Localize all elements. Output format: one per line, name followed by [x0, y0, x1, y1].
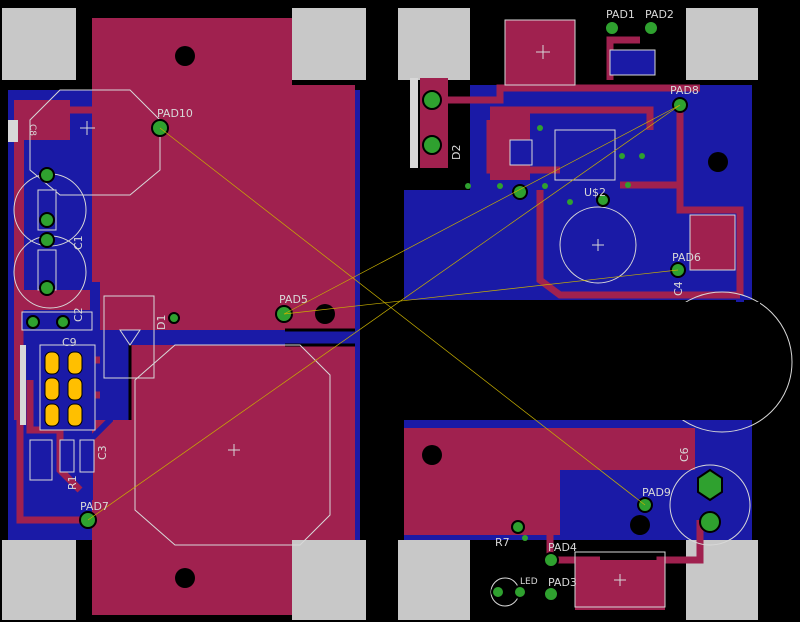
pad1-pad [604, 20, 620, 36]
label-c6: C6 [678, 447, 691, 462]
label-c4: C4 [672, 281, 685, 296]
c6-capacitor [697, 468, 723, 533]
pad4-pad [543, 552, 559, 568]
label-c8: C8 [27, 124, 37, 136]
label-pad3: PAD3 [548, 576, 577, 589]
left-top-copper-upper [92, 18, 355, 330]
c9-connector [20, 344, 96, 431]
left-top-copper-lower [92, 345, 355, 615]
left-small-parts [8, 120, 95, 481]
label-d1: D1 [155, 315, 168, 330]
label-r1: R1 [66, 475, 79, 490]
pad3-pad [543, 586, 559, 602]
label-pad8: PAD8 [670, 84, 699, 97]
label-r7: R7 [495, 536, 510, 549]
right-silkscreen [490, 19, 793, 608]
label-c2: C2 [72, 307, 85, 322]
label-pad5: PAD5 [279, 293, 308, 306]
mounting-holes-right [422, 152, 728, 535]
label-pad4: PAD4 [548, 541, 577, 554]
mounting-holes-left [175, 46, 335, 588]
label-d2: D2 [450, 145, 463, 160]
label-pad1: PAD1 [606, 8, 635, 21]
board-slot [400, 302, 760, 420]
left-board [8, 18, 360, 615]
label-c9: C9 [62, 336, 77, 349]
keepout-areas [2, 8, 758, 620]
label-pad6: PAD6 [672, 251, 701, 264]
component-labels: PAD10 PAD5 PAD7 PAD1 PAD2 PAD8 PAD6 PAD9… [27, 8, 701, 589]
label-led: LED [520, 577, 538, 587]
label-c3: C3 [96, 445, 109, 460]
airwires [87, 104, 681, 521]
label-pad2: PAD2 [645, 8, 674, 21]
left-top-copper-side [14, 100, 90, 420]
label-pad10: PAD10 [157, 107, 193, 120]
label-u2: U$2 [584, 186, 606, 199]
label-pad7: PAD7 [80, 500, 109, 513]
pad2-pad [643, 20, 659, 36]
label-c1: C1 [72, 235, 85, 250]
label-pad9: PAD9 [642, 486, 671, 499]
